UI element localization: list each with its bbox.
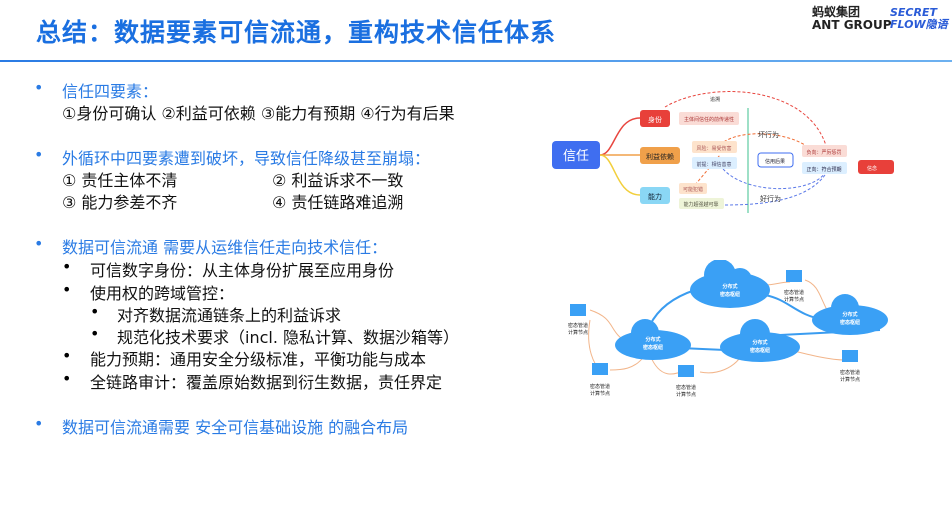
- svg-text:分布式: 分布式: [752, 339, 767, 346]
- bullet-text: ③ 能力参差不齐: [62, 193, 178, 212]
- svg-text:信用后果: 信用后果: [765, 158, 785, 165]
- sub-bullet: 可信数字身份：从主体身份扩展至应用身份: [90, 261, 395, 280]
- cloud-icon: [615, 260, 888, 362]
- svg-text:密态管道: 密态管道: [840, 369, 860, 376]
- svg-text:正向：符合预期: 正向：符合预期: [806, 166, 841, 173]
- bullet: •: [90, 302, 100, 321]
- svg-text:好行为: 好行为: [760, 194, 781, 203]
- bullet: •: [34, 145, 44, 164]
- bullet: •: [62, 346, 72, 365]
- bullet: •: [62, 369, 72, 388]
- svg-text:分布式: 分布式: [722, 283, 737, 290]
- bullet-text: ② 利益诉求不一致: [272, 171, 404, 190]
- svg-text:前提：相信善意: 前提：相信善意: [696, 161, 731, 168]
- svg-text:密态枢纽: 密态枢纽: [840, 319, 860, 326]
- svg-text:主体间信任的前传递性: 主体间信任的前传递性: [684, 116, 734, 123]
- sub-bullet: 规范化技术要求（incl. 隐私计算、数据沙箱等）: [117, 328, 460, 347]
- svg-text:坏行为: 坏行为: [758, 130, 779, 139]
- header-divider: [0, 60, 952, 62]
- svg-text:密态管道: 密态管道: [590, 383, 610, 390]
- svg-text:计算节点: 计算节点: [784, 296, 804, 303]
- bullet: •: [34, 414, 44, 433]
- svg-text:密态管道: 密态管道: [568, 322, 588, 329]
- sub-bullet: 使用权的跨域管控：: [90, 284, 235, 303]
- svg-text:追溯: 追溯: [710, 96, 720, 103]
- svg-text:风险：易受伤害: 风险：易受伤害: [696, 145, 731, 152]
- svg-text:密态管道: 密态管道: [784, 289, 804, 296]
- svg-text:密态枢纽: 密态枢纽: [750, 347, 770, 354]
- sub-bullet: 对齐数据流通链条上的利益诉求: [117, 306, 342, 325]
- svg-text:计算节点: 计算节点: [568, 329, 588, 336]
- bullet-text: ④ 责任链路难追溯: [272, 193, 404, 212]
- node-root: 信任: [563, 149, 589, 164]
- bullet-heading: 数据可信流通需要 安全可信基础设施 的融合布局: [62, 418, 409, 437]
- bullet: •: [62, 257, 72, 276]
- svg-text:能力超强越可靠: 能力超强越可靠: [683, 201, 718, 208]
- svg-text:负向：严厉惩罚: 负向：严厉惩罚: [806, 149, 841, 156]
- bullet: •: [34, 234, 44, 253]
- bullet: •: [90, 324, 100, 343]
- svg-text:分布式: 分布式: [645, 336, 660, 343]
- sub-bullet: 能力预期：通用安全分级标准，平衡功能与成本: [90, 350, 427, 369]
- svg-text:密态管道: 密态管道: [676, 384, 696, 391]
- server-icon: [570, 270, 858, 377]
- bullet-text: ① 责任主体不清: [62, 171, 178, 190]
- bullet: •: [62, 280, 72, 299]
- svg-text:密态枢纽: 密态枢纽: [643, 344, 663, 351]
- svg-text:分布式: 分布式: [842, 311, 857, 318]
- svg-text:密态枢纽: 密态枢纽: [720, 291, 740, 298]
- node-interest: 利益依赖: [646, 152, 674, 161]
- svg-text:计算节点: 计算节点: [676, 391, 696, 398]
- svg-text:信念: 信念: [867, 165, 877, 172]
- sub-bullet: 全链路审计：覆盖原始数据到衍生数据，责任界定: [90, 373, 443, 392]
- page-title: 总结：数据要素可信流通，重构技术信任体系: [36, 18, 557, 47]
- bullet-heading: 外循环中四要素遭到破坏，导致信任降级甚至崩塌：: [62, 149, 431, 168]
- node-identity: 身份: [648, 115, 662, 124]
- trust-mindmap: 信任 身份 主体间信任的前传递性 利益依赖 风险：易受伤害 前提：相信善意 能力…: [552, 91, 894, 213]
- bullet-heading: 数据可信流通 需要从运维信任走向技术信任：: [62, 238, 388, 257]
- svg-text:计算节点: 计算节点: [840, 376, 860, 383]
- bullet: •: [34, 78, 44, 97]
- bullet-text: ①身份可确认 ②利益可依赖 ③能力有预期 ④行为有后果: [62, 104, 455, 123]
- node-ability: 能力: [648, 192, 662, 201]
- svg-text:计算节点: 计算节点: [590, 390, 610, 397]
- bullet-heading: 信任四要素：: [62, 82, 159, 101]
- svg-text:可能犯错: 可能犯错: [683, 186, 703, 193]
